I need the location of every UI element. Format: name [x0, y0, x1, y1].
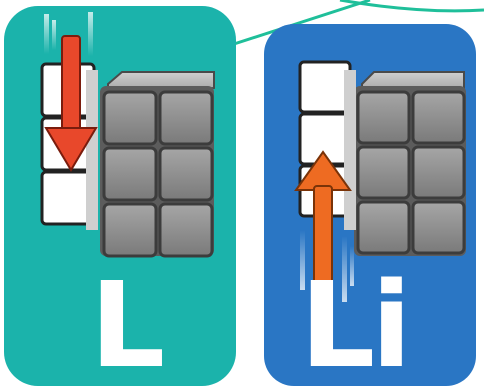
cube-sticker	[160, 204, 212, 256]
move-card-l: L	[4, 6, 236, 391]
cube-sticker	[358, 202, 409, 253]
cube-sticker	[104, 204, 156, 256]
move-label-l: L	[90, 256, 162, 391]
cube-sticker	[358, 147, 409, 198]
cube-sticker	[413, 202, 464, 253]
cube-sticker	[104, 148, 156, 200]
cube-sticker	[160, 148, 212, 200]
cube-sticker	[358, 92, 409, 143]
cube-sticker	[104, 92, 156, 144]
cube-sticker	[413, 147, 464, 198]
cube-sticker	[160, 92, 212, 144]
cube-sticker	[413, 92, 464, 143]
cube-icon	[100, 72, 214, 256]
move-label-li: Li	[300, 256, 408, 391]
move-card-li: Li	[264, 24, 476, 391]
cube-icon	[354, 72, 466, 256]
